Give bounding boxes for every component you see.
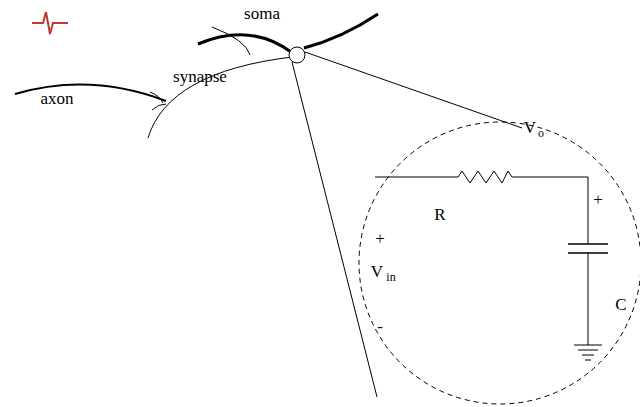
- polarity-sign: -: [377, 318, 383, 335]
- capacitor-symbol: [568, 243, 608, 245]
- polarity-sign: +: [593, 191, 603, 208]
- component-label: C: [615, 296, 626, 313]
- structure-label: synapse: [173, 68, 227, 85]
- synapse-cleft: [150, 92, 163, 103]
- wire: [375, 177, 458, 178]
- wire: [588, 177, 589, 244]
- signal-subscript: o: [538, 127, 544, 139]
- ground-symbol: [574, 345, 602, 360]
- zoom-line: [292, 62, 377, 397]
- signal-name: V: [524, 119, 536, 136]
- zoom-point: [289, 47, 305, 63]
- wire: [588, 253, 589, 345]
- component-label: R: [434, 206, 445, 223]
- structure-label: soma: [244, 5, 280, 22]
- zoom-line: [305, 52, 522, 128]
- axon-line: [15, 85, 166, 101]
- synapse-cleft: [152, 104, 166, 110]
- synapse-membrane: [148, 57, 292, 138]
- polarity-sign: +: [375, 230, 385, 247]
- action-potential-spike: [32, 12, 68, 34]
- soma-membrane: [198, 35, 291, 52]
- dendrite-line: [212, 27, 250, 55]
- wire: [512, 177, 588, 178]
- signal-name: V: [371, 263, 383, 280]
- structure-label: axon: [40, 90, 73, 107]
- resistor-symbol: [458, 171, 512, 183]
- signal-subscript: in: [386, 271, 395, 283]
- soma-membrane: [304, 14, 378, 48]
- zoom-circle: [359, 122, 640, 404]
